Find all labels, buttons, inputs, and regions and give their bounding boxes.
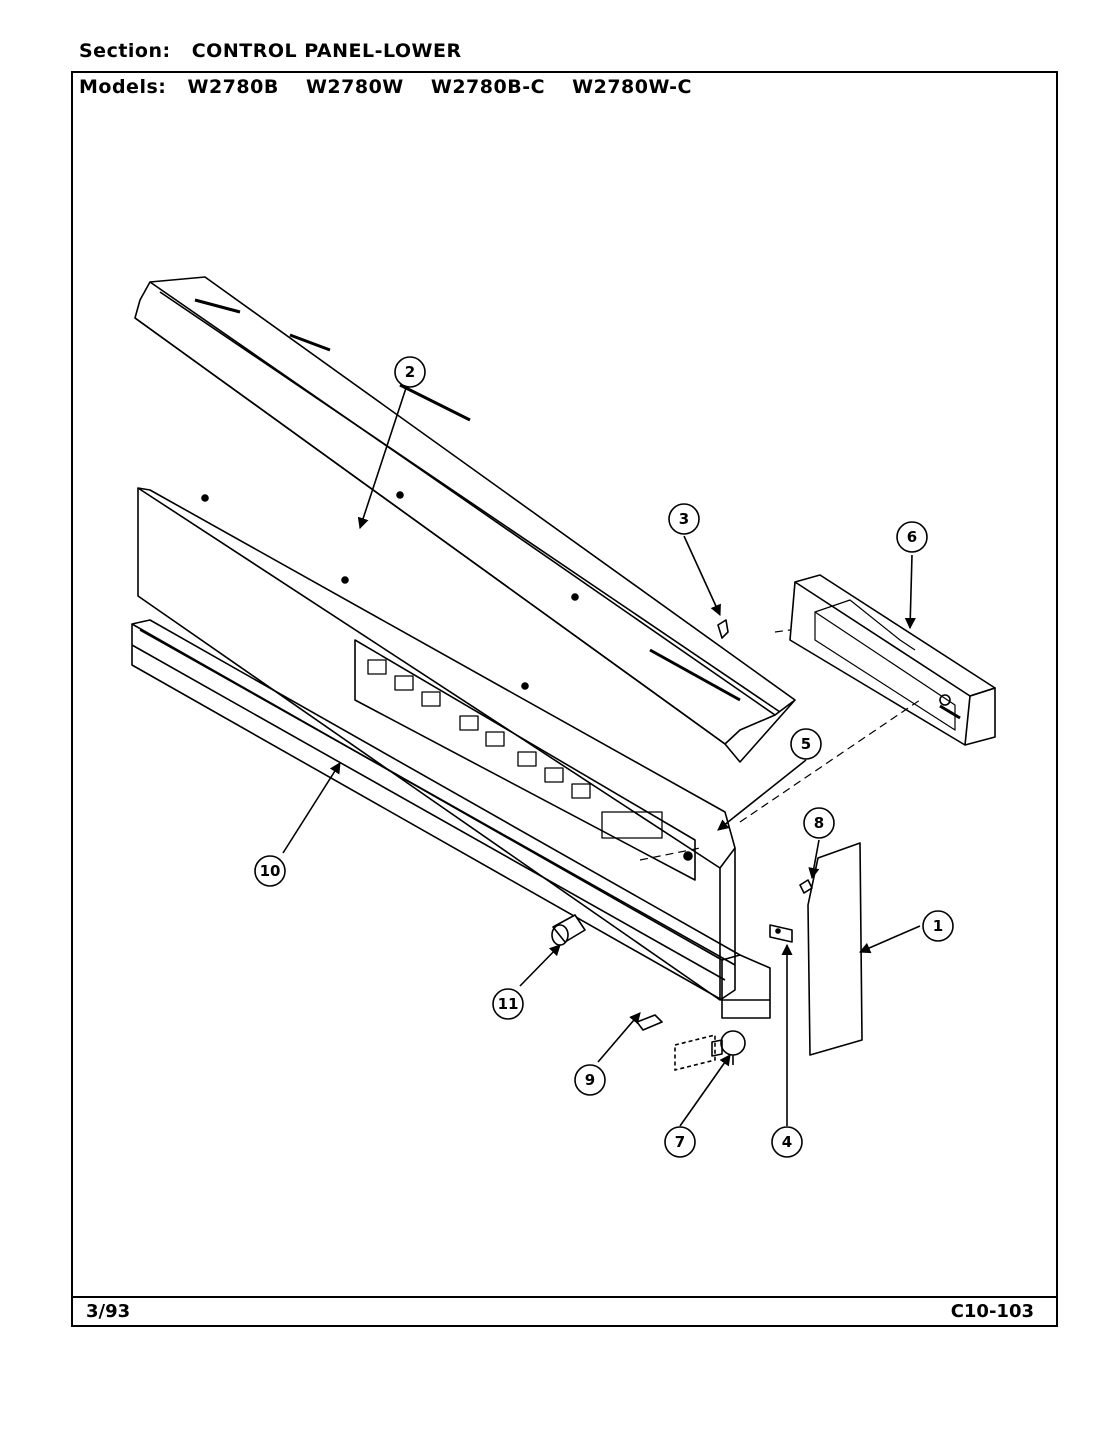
- top-console-trim: [134, 276, 796, 763]
- footer-divider: [71, 1296, 1058, 1298]
- callout-5: 5: [790, 728, 822, 760]
- screw-3: [717, 619, 729, 639]
- diagram-frame: [71, 71, 1058, 1327]
- models-label: Models:: [79, 76, 167, 98]
- end-cap: [807, 842, 863, 1056]
- svg-text:4: 4: [782, 1133, 792, 1151]
- callouts: 1 2 3 4 5 6 7 8 9 10 11: [254, 356, 954, 1158]
- model-w2780b: W2780B: [187, 76, 279, 98]
- svg-text:10: 10: [260, 862, 281, 880]
- svg-text:7: 7: [675, 1133, 685, 1151]
- callout-8: 8: [803, 807, 835, 839]
- section-label: Section:: [79, 40, 171, 62]
- callout-1: 1: [922, 910, 954, 942]
- callout-9: 9: [574, 1064, 606, 1096]
- callout-6: 6: [896, 521, 928, 553]
- svg-text:1: 1: [933, 917, 943, 935]
- models-header: Models: W2780B W2780W W2780B-C W2780W-C: [79, 76, 712, 98]
- switch: [674, 1030, 746, 1071]
- model-w2780b-c: W2780B-C: [430, 76, 546, 98]
- control-panel: [137, 487, 736, 1001]
- svg-text:11: 11: [498, 995, 519, 1013]
- callout-10: 10: [254, 855, 286, 887]
- section-title: CONTROL PANEL-LOWER: [191, 40, 462, 62]
- section-header: Section: CONTROL PANEL-LOWER: [79, 40, 462, 62]
- svg-text:8: 8: [814, 814, 824, 832]
- screw-8: [799, 879, 813, 894]
- pin: [636, 1014, 663, 1031]
- callout-4: 4: [771, 1126, 803, 1158]
- callout-11: 11: [492, 988, 524, 1020]
- svg-text:9: 9: [585, 1071, 595, 1089]
- callout-3: 3: [668, 503, 700, 535]
- model-w2780w: W2780W: [305, 76, 404, 98]
- alignment-lines: [639, 629, 921, 861]
- callout-7: 7: [664, 1126, 696, 1158]
- model-w2780w-c: W2780W-C: [572, 76, 692, 98]
- svg-text:5: 5: [801, 735, 811, 753]
- revision-date: 3/93: [86, 1301, 131, 1322]
- svg-text:3: 3: [679, 510, 689, 528]
- page-code: C10-103: [950, 1301, 1034, 1322]
- lower-rail: [131, 619, 771, 1019]
- leader-arrows: [282, 387, 921, 1127]
- clip: [769, 924, 793, 943]
- svg-text:6: 6: [907, 528, 917, 546]
- svg-text:2: 2: [405, 363, 415, 381]
- control-board: [789, 574, 996, 746]
- callout-2: 2: [394, 356, 426, 388]
